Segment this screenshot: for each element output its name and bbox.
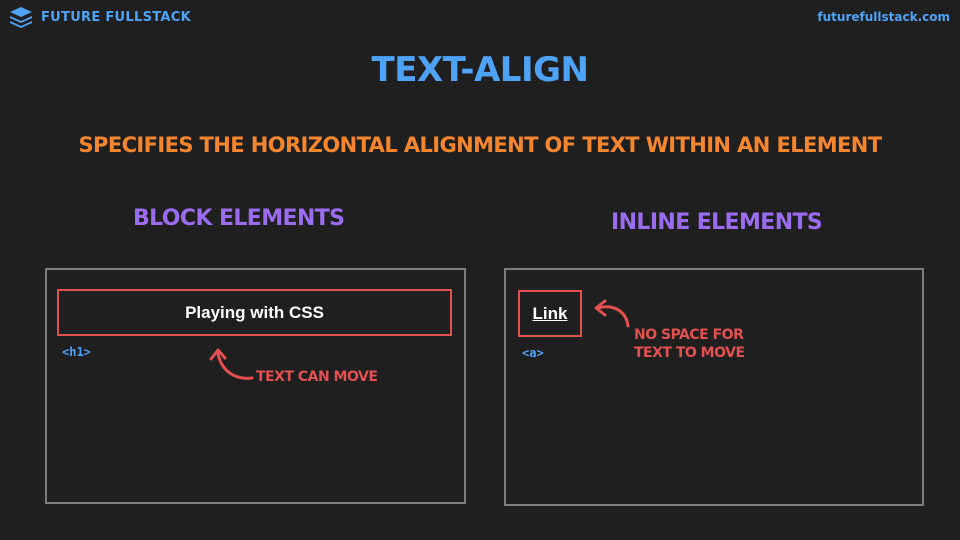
brand-name: FUTURE FULLSTACK xyxy=(41,9,191,25)
inline-elements-heading: INLINE ELEMENTS xyxy=(611,210,823,235)
site-url-link[interactable]: futurefullstack.com xyxy=(817,10,950,24)
stack-layers-icon xyxy=(10,7,32,28)
no-space-note-line1: NO SPACE FOR xyxy=(634,327,744,343)
slide-subtitle: SPECIFIES THE HORIZONTAL ALIGNMENT OF TE… xyxy=(78,133,883,157)
curved-arrow-icon xyxy=(209,348,254,380)
inline-demo-panel xyxy=(504,268,924,506)
brand-logo: FUTURE FULLSTACK xyxy=(9,6,191,28)
block-demo-panel xyxy=(45,268,466,504)
h1-demo-box: Playing with CSS xyxy=(57,289,452,336)
link-demo-text[interactable]: Link xyxy=(532,303,568,323)
no-space-note-line2: TEXT TO MOVE xyxy=(634,345,745,361)
h1-demo-text: Playing with CSS xyxy=(185,302,324,322)
a-demo-box: Link xyxy=(518,290,582,337)
a-tag-label: <a> xyxy=(522,346,544,360)
slide-title: TEXT-ALIGN xyxy=(371,50,589,90)
no-space-note: NO SPACE FOR TEXT TO MOVE xyxy=(634,326,745,362)
curved-arrow-icon xyxy=(594,299,630,328)
text-can-move-note: TEXT CAN MOVE xyxy=(256,369,378,385)
block-elements-heading: BLOCK ELEMENTS xyxy=(133,206,345,231)
h1-tag-label: <h1> xyxy=(62,345,91,359)
